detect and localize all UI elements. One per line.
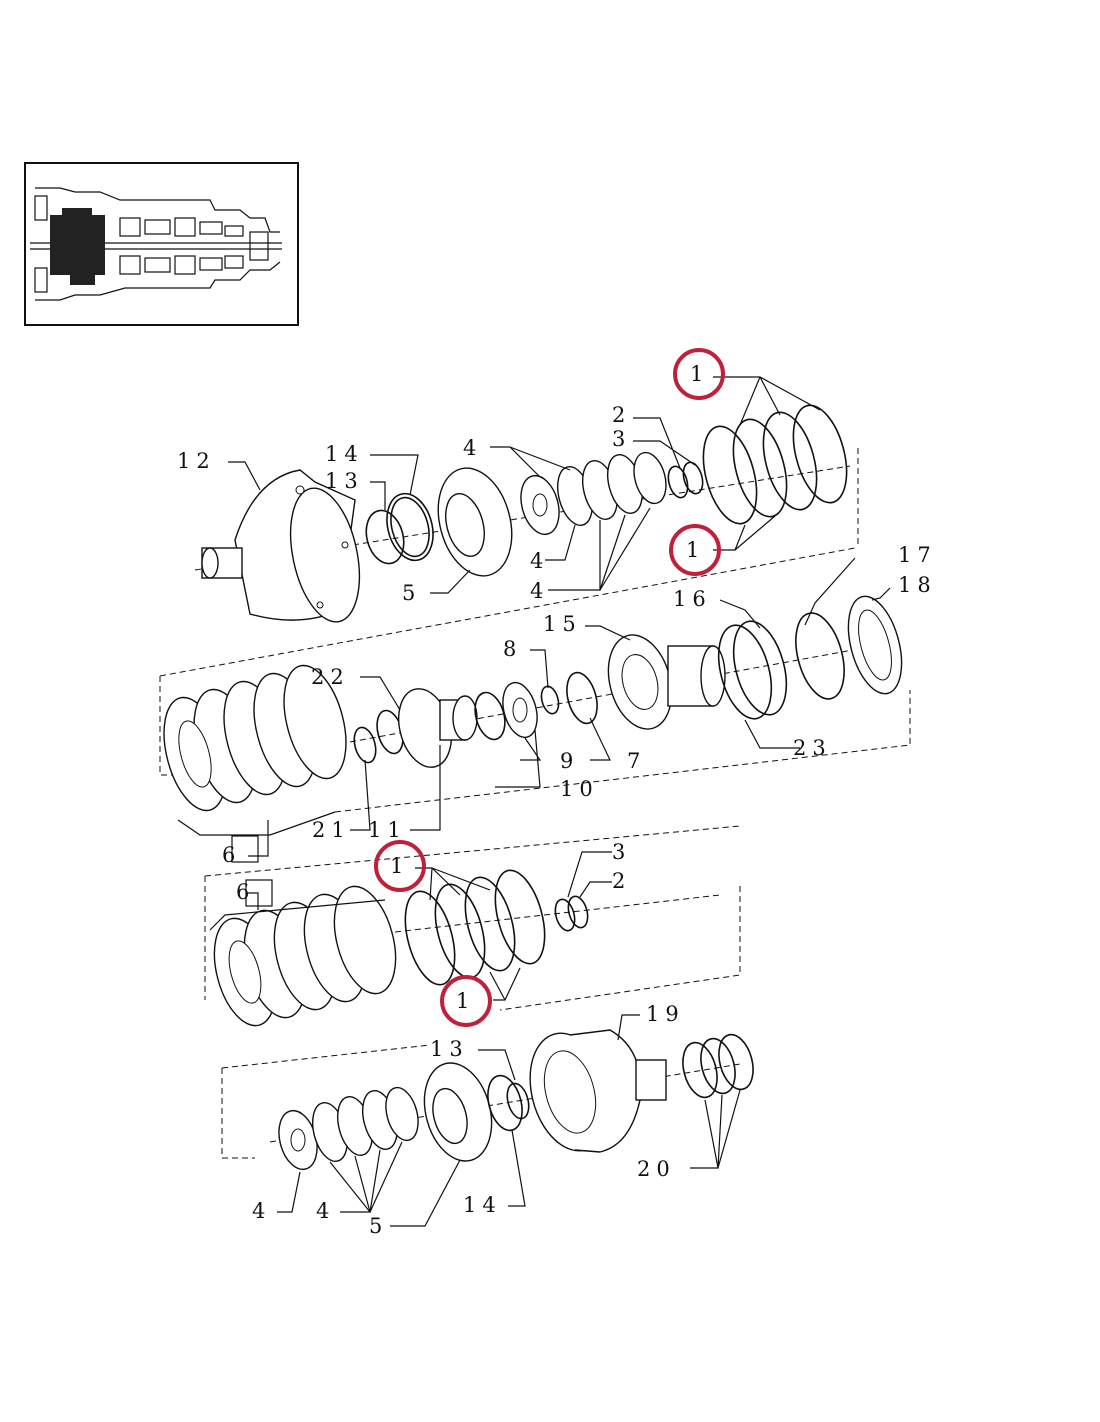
callout-14: 14 <box>463 1193 502 1217</box>
bearing-9 <box>502 681 538 739</box>
callout-1: 1 <box>390 854 409 878</box>
item-6-boxes <box>231 835 273 907</box>
callout-8: 8 <box>503 637 522 661</box>
snap-ring-7 <box>566 671 598 725</box>
callout-4: 4 <box>530 549 549 573</box>
assembly-outlines <box>159 448 911 1159</box>
callout-1: 1 <box>690 362 709 386</box>
callout-1: 1 <box>686 538 705 562</box>
washers-4-lower <box>278 1086 419 1171</box>
callout-10: 10 <box>560 777 599 801</box>
highlight-circle-1d <box>440 975 492 1027</box>
callout-3: 3 <box>612 427 631 451</box>
highlight-circle-1a <box>673 348 725 400</box>
callout-12: 12 <box>177 449 216 473</box>
callout-19: 19 <box>646 1002 685 1026</box>
callout-7: 7 <box>627 749 646 773</box>
callout-9: 9 <box>560 749 579 773</box>
callout-3: 3 <box>612 840 631 864</box>
callout-5: 5 <box>369 1214 388 1238</box>
callout-13: 13 <box>325 469 364 493</box>
callout-23: 23 <box>793 736 832 760</box>
callout-15: 15 <box>543 612 582 636</box>
snap-rings-2-3-lower <box>554 895 589 932</box>
callout-16: 16 <box>673 587 712 611</box>
piston-5-lower <box>423 1062 493 1162</box>
callout-14: 14 <box>325 442 364 466</box>
hub-11 <box>398 688 478 768</box>
highlight-circle-1c <box>374 840 426 892</box>
callout-13: 13 <box>430 1037 469 1061</box>
item-1-highlights <box>374 348 725 1027</box>
clip-8 <box>540 685 560 715</box>
clutch-discs-6-lower <box>213 885 397 1027</box>
callout-20: 20 <box>637 1157 676 1181</box>
clutch-drum-12 <box>201 469 361 623</box>
callout-4: 4 <box>316 1199 335 1223</box>
callout-17: 17 <box>898 543 937 567</box>
gear-15 <box>607 634 726 730</box>
rings-16-17-23 <box>717 612 845 720</box>
callout-21: 21 <box>312 818 351 842</box>
callout-4: 4 <box>463 436 482 460</box>
callout-2: 2 <box>612 403 631 427</box>
springs-1-upper <box>702 404 848 525</box>
callout-labels: 1 1 1 1 2 2 3 3 4 4 4 4 4 5 5 6 6 7 8 9 … <box>177 362 937 1238</box>
callout-4: 4 <box>530 579 549 603</box>
callout-1: 1 <box>456 989 475 1013</box>
clutch-discs-6-upper <box>163 664 347 812</box>
gear-ring-18 <box>847 595 903 695</box>
snap-rings-2-3-upper <box>667 461 704 499</box>
callout-18: 18 <box>898 573 937 597</box>
callout-4: 4 <box>252 1199 271 1223</box>
leader-lines <box>177 376 891 1227</box>
o-rings-13-14-upper <box>365 492 434 565</box>
highlight-circle-1b <box>669 524 721 576</box>
piston-5-upper <box>437 467 513 577</box>
callout-5: 5 <box>402 581 421 605</box>
callout-22: 22 <box>311 665 350 689</box>
washers-4-upper <box>520 451 667 536</box>
callout-2: 2 <box>612 869 631 893</box>
transmission-cross-section <box>30 187 282 301</box>
seal-rings-20 <box>682 1033 754 1099</box>
callout-11: 11 <box>368 818 407 842</box>
locator-thumbnail <box>24 162 299 326</box>
clutch-drum-19 <box>529 1029 667 1153</box>
